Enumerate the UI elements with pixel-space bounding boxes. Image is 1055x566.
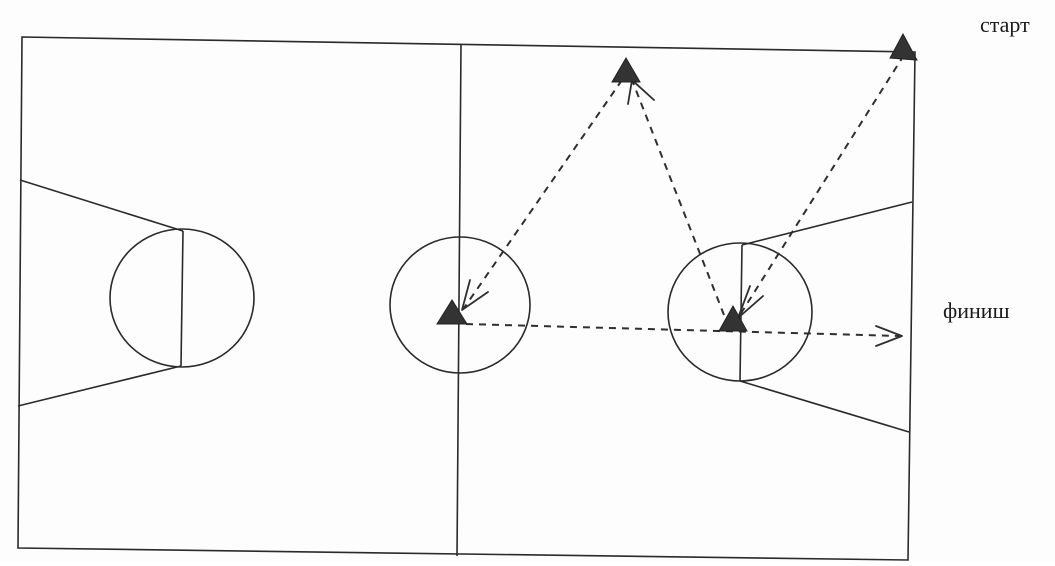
route-top-to-center (463, 79, 623, 309)
cone-center (436, 299, 468, 325)
court-outline (17, 36, 916, 561)
left-key-top-line (19, 179, 184, 232)
right-free-throw-circle (667, 242, 813, 382)
center-circle (389, 236, 531, 374)
start-label: старт (980, 12, 1030, 37)
route-center-to-finish (465, 323, 901, 337)
left-free-throw-circle (109, 228, 255, 368)
route-start-to-key (737, 54, 905, 319)
cone-top (611, 57, 641, 83)
right-key-bottom-line (739, 380, 910, 433)
left-key-bottom-line (17, 365, 182, 407)
finish-label: финиш (943, 298, 1010, 323)
cone-start (889, 32, 918, 61)
arrow-head-top (627, 79, 655, 105)
arrow-head-finish (875, 325, 903, 347)
right-key-top-line (741, 201, 913, 246)
arrow-head-center (461, 279, 489, 311)
center-line (456, 43, 462, 557)
left-free-throw-line (180, 230, 184, 367)
cone-right-key (718, 304, 748, 332)
route-key-to-top (631, 79, 725, 316)
